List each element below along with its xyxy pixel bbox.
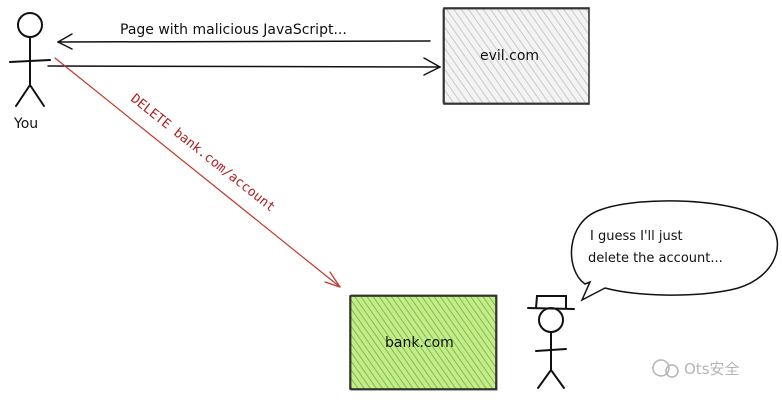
you-label: You bbox=[13, 116, 38, 132]
evil-com-box bbox=[443, 7, 590, 105]
delete-request-label: DELETE bank.com/account bbox=[128, 91, 278, 215]
you-right-leg bbox=[29, 84, 45, 107]
bank-com-label: bank.com bbox=[385, 335, 454, 351]
you-left-leg bbox=[15, 84, 31, 107]
speech-bubble-shape bbox=[570, 200, 779, 302]
you-head bbox=[17, 12, 43, 38]
watermark-text: Ots安全 bbox=[684, 360, 740, 378]
figure-right-leg bbox=[550, 369, 565, 389]
evil-com-box-sketch bbox=[442, 8, 590, 104]
speech-line-2: delete the account... bbox=[588, 251, 723, 266]
bank-com-node: bank.com bbox=[349, 294, 498, 391]
arrow-evil-to-you bbox=[57, 33, 431, 50]
arrow-delete-request bbox=[54, 57, 341, 288]
evil-com-node: evil.com bbox=[442, 7, 590, 105]
bank-com-box-sketch bbox=[350, 294, 498, 391]
page-with-js-label: Page with malicious JavaScript... bbox=[120, 22, 347, 38]
speech-line-1: I guess I'll just bbox=[590, 229, 683, 244]
wechat-icon bbox=[652, 359, 670, 377]
hat-crown bbox=[535, 295, 567, 309]
bank-com-box bbox=[349, 295, 497, 390]
figure-left-leg bbox=[537, 369, 552, 389]
figure-head bbox=[538, 307, 564, 333]
watermark: Ots安全 bbox=[652, 359, 740, 378]
wechat-icon-small bbox=[665, 364, 679, 378]
you-arms bbox=[9, 59, 51, 63]
figure-arms bbox=[535, 348, 567, 352]
evil-com-label: evil.com bbox=[480, 48, 539, 64]
speech-bubble bbox=[570, 200, 779, 302]
you-stick-figure bbox=[9, 12, 51, 107]
hat-stick-figure bbox=[527, 295, 575, 389]
arrow-you-to-evil bbox=[47, 57, 441, 76]
